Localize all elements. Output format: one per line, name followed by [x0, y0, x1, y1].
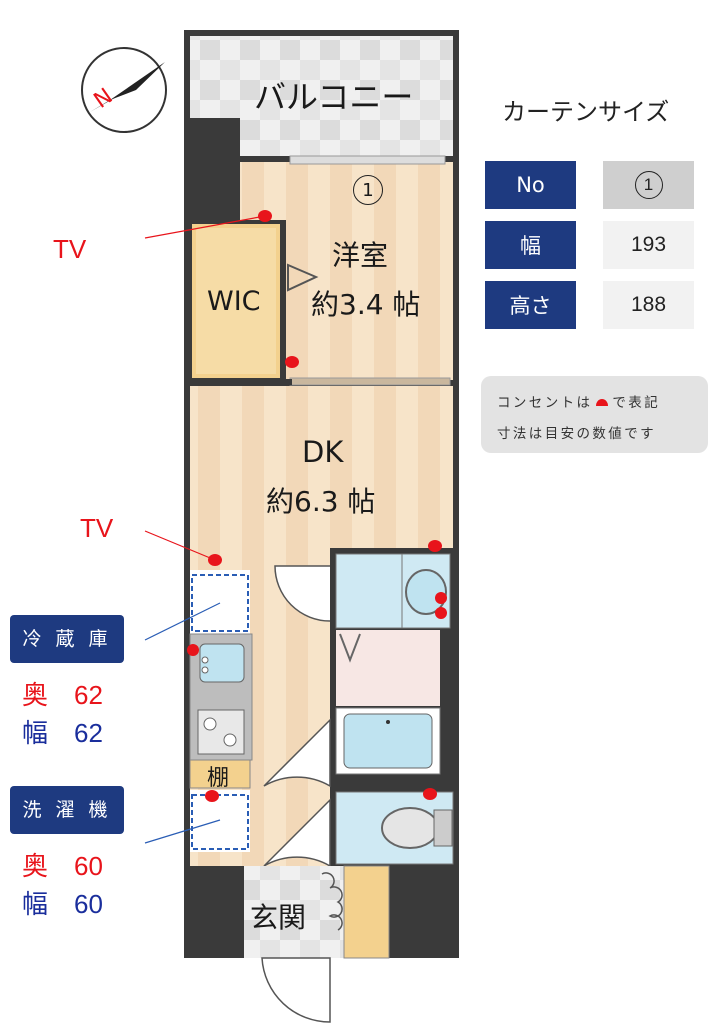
- balcony-label: バルコニー: [254, 78, 414, 116]
- note-line1-pre: コンセントは: [497, 395, 593, 411]
- western-room-label: 洋室: [332, 239, 389, 272]
- window-marker: 1: [353, 175, 383, 205]
- curtain-height-label: 高さ: [485, 281, 576, 329]
- entrance-label: 玄関: [250, 901, 307, 934]
- compass-icon: N: [81, 47, 167, 133]
- curtain-no-label: No: [485, 161, 576, 209]
- note-line1-post: で表記: [612, 395, 661, 411]
- outlet-legend-icon: [596, 399, 609, 406]
- dk-label: DK: [302, 435, 344, 469]
- curtain-height-value: 188: [603, 281, 694, 329]
- curtain-no-value: 1: [603, 161, 694, 209]
- dk-size: 約6.3 帖: [266, 485, 376, 518]
- fridge-tag: 冷 蔵 庫: [10, 615, 124, 663]
- washer-tag: 洗 濯 機: [10, 786, 124, 834]
- wic-label: WIC: [207, 286, 261, 317]
- curtain-width-label: 幅: [485, 221, 576, 269]
- western-room-size: 約3.4 帖: [311, 288, 421, 321]
- curtain-size-title: カーテンサイズ: [502, 98, 670, 126]
- outlet-markers: [187, 210, 447, 802]
- curtain-width-value: 193: [603, 221, 694, 269]
- note-line2: 寸法は目安の数値です: [497, 426, 656, 442]
- tv-label-upper: TV: [53, 234, 87, 264]
- shelf-label: 棚: [207, 766, 230, 791]
- legend-note: コンセントは で表記 寸法は目安の数値です: [481, 376, 708, 453]
- tv-label-lower: TV: [80, 513, 114, 543]
